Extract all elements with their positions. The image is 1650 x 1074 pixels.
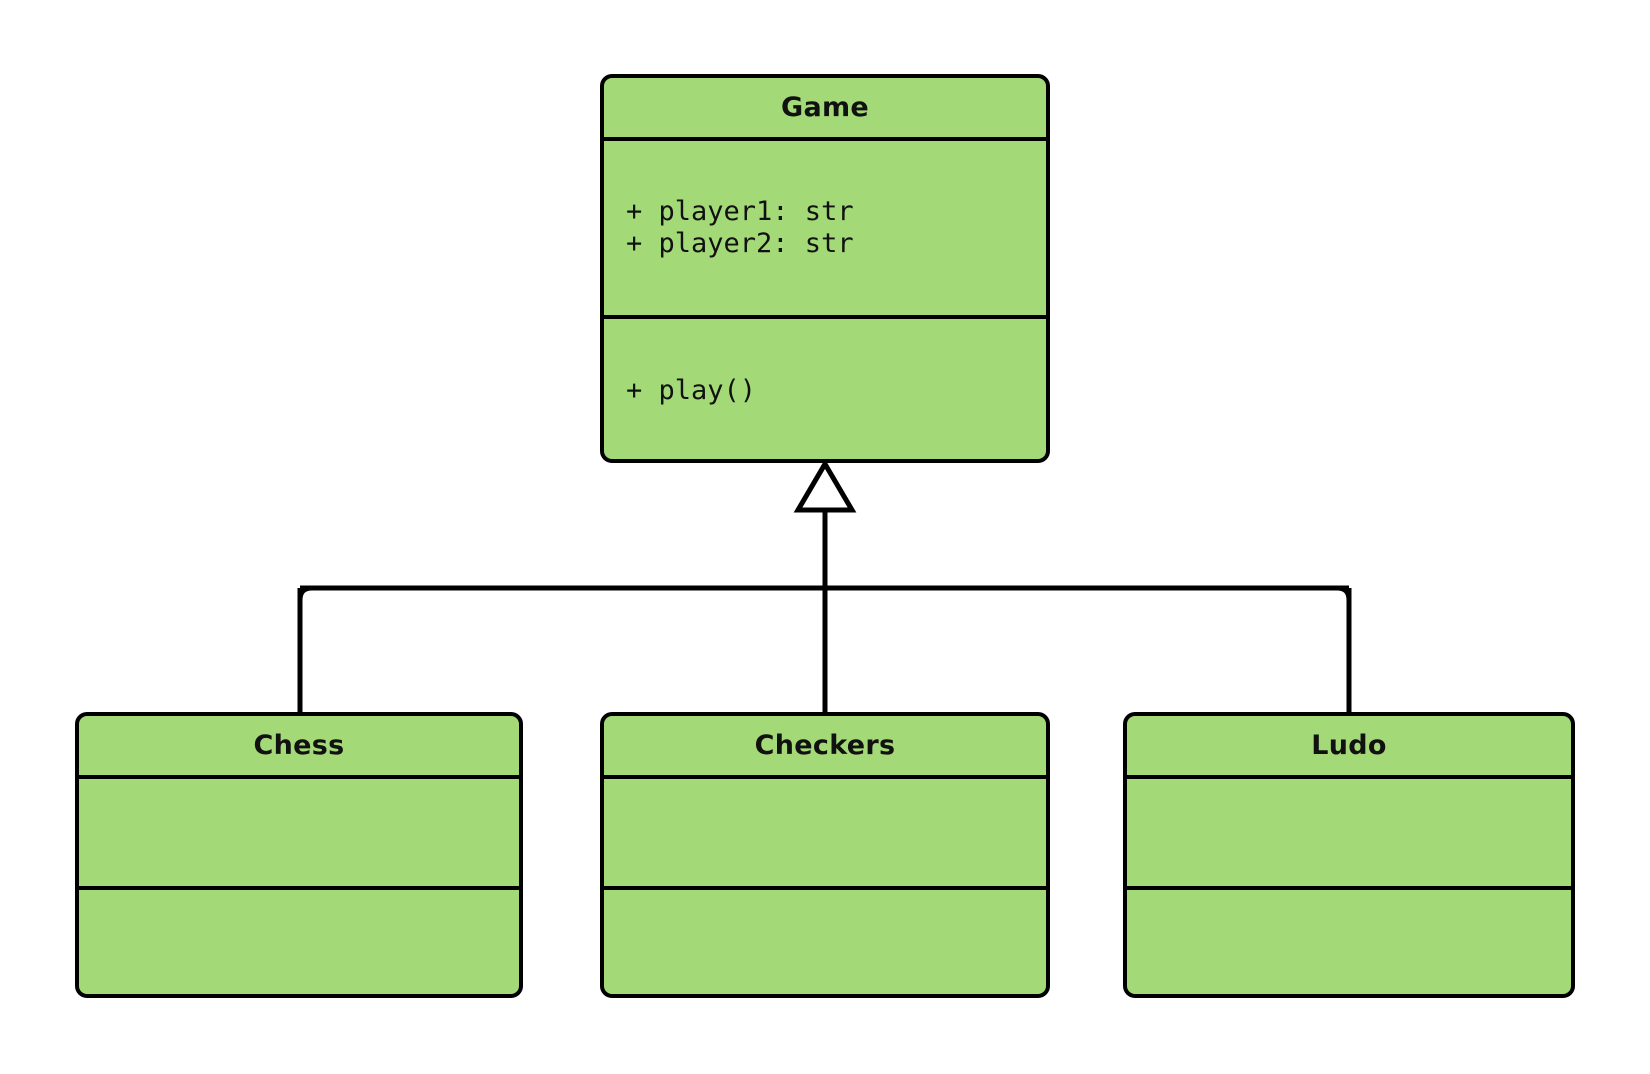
methods-compartment-checkers: [604, 890, 1046, 994]
class-name-game: Game: [780, 92, 870, 123]
class-name-checkers: Checkers: [754, 730, 896, 761]
attribute-item: + player2: str: [626, 228, 854, 259]
class-box-checkers[interactable]: Checkers: [600, 712, 1050, 998]
attributes-compartment-checkers: [604, 779, 1046, 886]
methods-compartment-chess: [79, 890, 519, 994]
attributes-compartment-ludo: [1127, 779, 1571, 886]
methods-compartment-ludo: [1127, 890, 1571, 994]
edge-bus-rounded: [297, 585, 1352, 715]
class-box-chess[interactable]: Chess: [75, 712, 523, 998]
attributes-compartment-game: + player1: str + player2: str: [604, 141, 1046, 315]
methods-compartment-game: + play(): [604, 319, 1046, 459]
class-divider: [604, 886, 1046, 890]
method-item: + play(): [626, 375, 757, 406]
class-divider: [604, 137, 1046, 141]
generalization-arrowhead: [793, 459, 857, 513]
class-divider: [79, 775, 519, 779]
attribute-item: + player1: str: [626, 196, 854, 227]
class-divider: [1127, 886, 1571, 890]
class-name-chess: Chess: [253, 730, 345, 761]
class-divider: [604, 315, 1046, 319]
class-name-ludo: Ludo: [1311, 730, 1387, 761]
class-box-game[interactable]: Game + player1: str + player2: str + pla…: [600, 74, 1050, 463]
attributes-compartment-chess: [79, 779, 519, 886]
class-divider: [1127, 775, 1571, 779]
class-box-ludo[interactable]: Ludo: [1123, 712, 1575, 998]
class-divider: [604, 775, 1046, 779]
class-divider: [79, 886, 519, 890]
